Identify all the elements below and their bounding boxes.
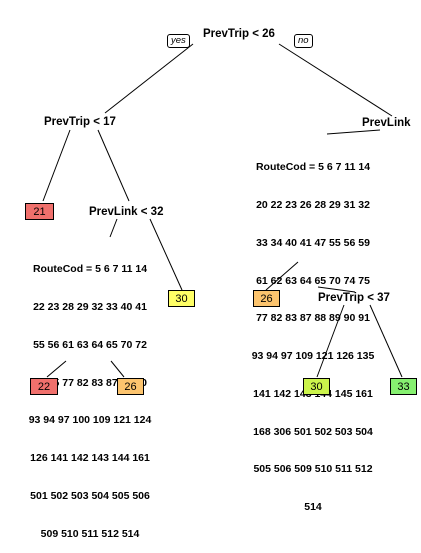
edge-routecod-right-leaf26 <box>265 261 299 291</box>
leaf-30-right: 30 <box>303 378 330 395</box>
left-routecod-line: 22 23 28 29 32 33 40 41 <box>33 300 147 313</box>
leaf-33: 33 <box>390 378 417 395</box>
right-split-label: PrevLink <box>362 117 411 129</box>
right-routecod-line: RouteCod = 5 6 7 11 14 <box>255 161 371 174</box>
yes-tag: yes <box>167 34 190 48</box>
left-routecod-line: 55 56 61 63 64 65 70 72 <box>33 338 147 351</box>
left-routecod-split-label: RouteCod = 5 6 7 11 14 22 23 28 29 32 33… <box>6 238 174 553</box>
edge-root-right <box>278 43 393 117</box>
edge-root-left <box>104 43 194 114</box>
right-routecod-line: 168 306 501 502 503 504 <box>253 425 373 438</box>
right-routecod-split-label: RouteCod = 5 6 7 11 14 20 22 23 26 28 29… <box>228 136 398 526</box>
edge-prevtrip-leaf30 <box>316 304 345 378</box>
left-routecod-line: 509 510 511 512 514 <box>40 527 140 540</box>
edge-routecod-leaf26 <box>110 360 125 378</box>
right-routecod-line: 514 <box>304 501 322 514</box>
left-routecod-line: RouteCod = 5 6 7 11 14 <box>32 263 148 276</box>
edge-left-leaf21 <box>42 129 71 202</box>
edge-routecod-leaf22 <box>46 360 67 378</box>
no-tag: no <box>294 34 313 48</box>
edge-prevtrip-leaf33 <box>369 304 403 378</box>
edge-prevlink-routecod <box>109 218 118 238</box>
right-routecod-line: 505 506 509 510 511 512 <box>253 463 373 476</box>
leaf-26-left: 26 <box>117 378 144 395</box>
left-split-label: PrevTrip < 17 <box>44 116 116 128</box>
right-routecod-line: 20 22 23 26 28 29 31 32 <box>256 198 370 211</box>
right-routecod-line: 61 62 63 64 65 70 74 75 <box>256 274 370 287</box>
left-routecod-line: 501 502 503 504 505 506 <box>30 489 150 502</box>
tree-edges <box>42 43 403 378</box>
edge-right-routecod <box>326 129 381 135</box>
leaf-26-right: 26 <box>253 290 280 307</box>
right-routecod-line: 33 34 40 41 47 55 56 59 <box>256 236 370 249</box>
root-split-label: PrevTrip < 26 <box>203 28 275 40</box>
leaf-30-left: 30 <box>168 290 195 307</box>
right-prevtrip-split-label: PrevTrip < 37 <box>318 292 390 304</box>
edge-left-prevlink <box>97 129 130 202</box>
right-routecod-line: 93 94 97 109 121 126 135 <box>251 350 375 363</box>
left-routecod-line: 126 141 142 143 144 161 <box>30 452 150 465</box>
edge-prevlink-leaf30 <box>149 218 183 291</box>
edge-routecod-right-prevtrip <box>317 286 356 293</box>
leaf-21: 21 <box>25 203 54 220</box>
prevlink-split-label: PrevLink < 32 <box>89 206 164 218</box>
leaf-22: 22 <box>30 378 58 395</box>
right-routecod-line: 77 82 83 87 88 89 90 91 <box>256 312 370 325</box>
